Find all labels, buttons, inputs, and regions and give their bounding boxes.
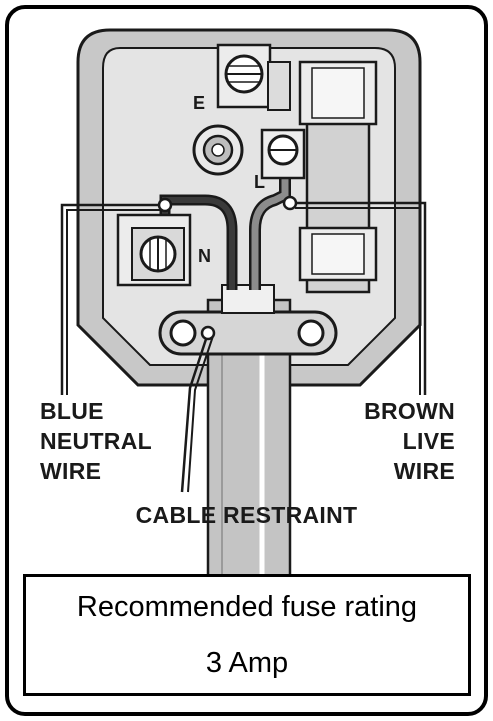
restraint-screw-left (169, 319, 197, 347)
blue-wire-leader (60, 203, 165, 395)
outer-border (5, 5, 488, 716)
restraint-screw-right (297, 319, 325, 347)
cable-restraint-label: CABLE RESTRAINT (135, 502, 358, 528)
brown-wire-leader (290, 201, 427, 395)
fuse-rating-box: Recommended fuse rating 3 Amp (23, 574, 471, 696)
blue-neutral-wire-label: BLUE NEUTRAL WIRE (40, 398, 152, 484)
live-label: L (254, 172, 265, 192)
brown-live-wire-label: BROWN LIVE WIRE (364, 398, 455, 484)
earth-label: E (193, 93, 206, 113)
neutral-label: N (198, 246, 211, 266)
fuse-rating-title: Recommended fuse rating (76, 591, 418, 623)
fuse-rating-value: 3 Amp (205, 647, 289, 679)
cable-restraint-leader (180, 332, 210, 493)
